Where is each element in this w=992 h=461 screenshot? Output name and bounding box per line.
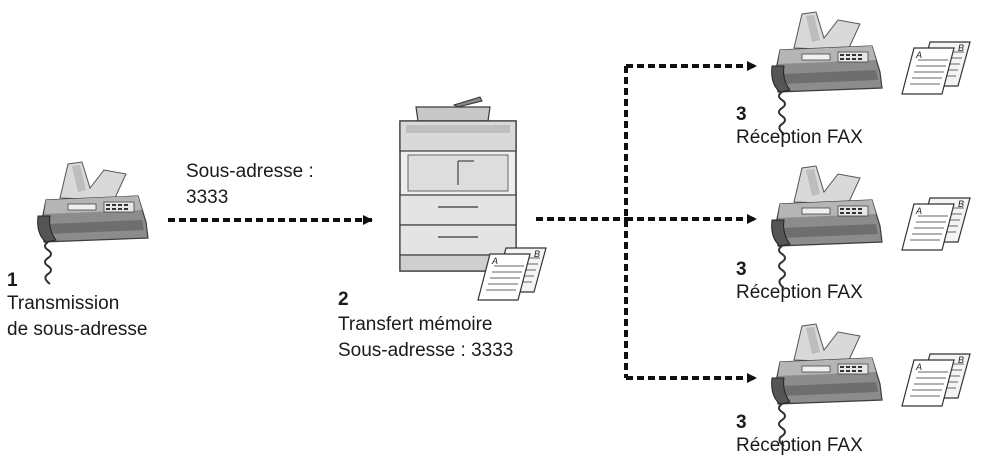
sender-step-number: 1 <box>7 270 18 291</box>
relay-caption-line1: Transfert mémoire <box>338 314 493 335</box>
receiver-documents-icon <box>901 353 971 407</box>
sender-caption-line1: Transmission <box>7 293 120 314</box>
subaddress-label-line2: 3333 <box>186 187 229 208</box>
receiver-fax-icon <box>770 323 883 447</box>
sender-caption-line2: de sous-adresse <box>7 319 148 340</box>
receiver-caption: Réception FAX <box>736 282 863 303</box>
receiver-documents-icon <box>901 197 971 251</box>
sender-fax-icon <box>36 161 149 285</box>
receiver-step-number: 3 <box>736 104 747 125</box>
receiver-documents-icon <box>901 41 971 95</box>
receiver-step-number: 3 <box>736 412 747 433</box>
multifunction-printer-icon <box>399 96 517 272</box>
subaddress-label-line1: Sous-adresse : <box>186 161 314 182</box>
receiver-fax-icon <box>770 11 883 135</box>
receiver-caption: Réception FAX <box>736 435 863 456</box>
receiver-caption: Réception FAX <box>736 127 863 148</box>
receiver-fax-icon <box>770 165 883 289</box>
receiver-step-number: 3 <box>736 259 747 280</box>
relay-caption-line2: Sous-adresse : 3333 <box>338 340 514 361</box>
relay-step-number: 2 <box>338 289 349 310</box>
branch-arrows <box>536 61 757 383</box>
